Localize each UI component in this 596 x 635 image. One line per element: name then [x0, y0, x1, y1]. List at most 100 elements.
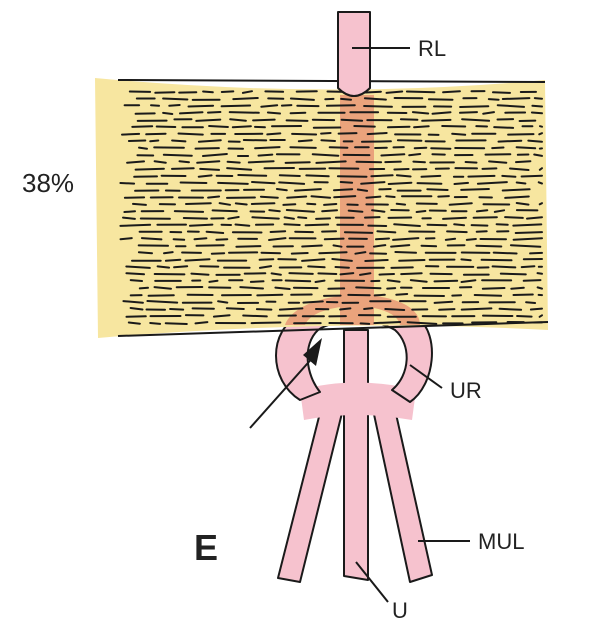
panel-letter: E [194, 527, 218, 568]
fiber-dash [391, 267, 412, 268]
fiber-dash [236, 246, 260, 247]
fiber-dash [516, 232, 542, 233]
fiber-dash [262, 253, 281, 254]
fiber-dash [372, 210, 384, 211]
fiber-dash [341, 273, 354, 274]
fiber-dash [516, 161, 530, 162]
fiber-dash [318, 273, 336, 274]
fiber-dash [467, 239, 476, 240]
fiber-dash [164, 252, 173, 253]
fiber-dash [489, 99, 499, 100]
fiber-dash [126, 267, 150, 268]
fiber-dash [540, 168, 542, 170]
fiber-dash [340, 308, 350, 309]
fiber-dash [524, 280, 541, 281]
fiber-dash [527, 217, 542, 218]
fiber-dash [284, 224, 299, 225]
fiber-dash [172, 168, 194, 169]
fiber-dash [164, 155, 192, 156]
fiber-dash [526, 302, 535, 303]
fiber-dash [531, 309, 542, 310]
leader-u [356, 562, 388, 602]
fiber-dash [539, 182, 542, 183]
fiber-dash [252, 203, 275, 204]
fiber-dash [214, 315, 230, 316]
fiber-dash [268, 113, 280, 114]
fiber-dash [501, 274, 526, 275]
fiber-dash [540, 203, 542, 204]
fiber-dash [361, 323, 370, 324]
fiber-dash [397, 204, 405, 205]
fiber-dash [212, 253, 224, 254]
fiber-dash [356, 287, 380, 288]
fiber-dash [345, 232, 372, 233]
fiber-dash [174, 266, 187, 267]
fiber-dash [174, 239, 185, 240]
fiber-dash [196, 120, 220, 121]
fiber-dash [407, 92, 435, 93]
fiber-dash [327, 105, 355, 106]
fiber-dash [422, 176, 441, 177]
fiber-dash [230, 112, 259, 113]
fiber-dash [446, 239, 455, 240]
fiber-dash [534, 155, 542, 156]
fiber-dash [489, 161, 506, 162]
fiber-dash [151, 105, 159, 106]
fiber-dash [413, 162, 425, 163]
fiber-dash [435, 302, 453, 303]
fiber-dash [238, 175, 266, 176]
fiber-dash [339, 133, 357, 134]
fiber-dash [283, 204, 295, 205]
fiber-dash [257, 295, 282, 296]
fiber-dash [418, 183, 442, 184]
fiber-dash [540, 126, 542, 127]
fiber-dash [253, 120, 275, 121]
fiber-dash [240, 287, 263, 288]
fiber-dash [334, 189, 352, 190]
fiber-dash [397, 175, 411, 176]
fiber-dash [494, 253, 517, 254]
fiber-dash [298, 217, 306, 218]
fiber-dash [292, 253, 308, 254]
fiber-dash [236, 225, 250, 226]
label-ur: UR [450, 378, 482, 403]
fiber-dash [179, 134, 203, 135]
fiber-dash [286, 162, 310, 163]
fiber-dash [417, 211, 426, 212]
fiber-dash [180, 112, 203, 113]
fiber-dash [364, 308, 372, 309]
fiber-dash [443, 218, 466, 219]
fiber-dash [460, 106, 488, 107]
fiber-dash [252, 182, 275, 183]
fiber-dash [207, 232, 224, 233]
fiber-dash [131, 280, 142, 281]
fiber-dash [322, 210, 337, 211]
fiber-dash [222, 91, 234, 92]
fiber-dash [129, 141, 145, 142]
fiber-dash [166, 323, 187, 324]
fiber-dash [377, 231, 395, 232]
fiber-dash [385, 162, 401, 163]
fiber-dash [316, 281, 325, 282]
fiber-dash [427, 189, 447, 190]
fiber-dash [514, 238, 542, 239]
fiber-dash [150, 323, 160, 324]
fiber-dash [186, 203, 211, 204]
fiber-dash [157, 127, 176, 128]
fiber-dash [461, 189, 489, 190]
fiber-dash [468, 176, 494, 177]
fiber-dash [139, 252, 152, 253]
fiber-dash [150, 141, 158, 142]
fiber-dash [189, 106, 214, 107]
fiber-dash [499, 141, 522, 142]
fiber-dash [508, 134, 533, 135]
fiber-dash [285, 217, 294, 218]
fiber-dash [196, 322, 208, 323]
fiber-dash [218, 183, 248, 184]
fiber-dash [511, 288, 524, 289]
fiber-dash [257, 309, 272, 310]
left-band [278, 405, 344, 582]
fiber-dash [227, 308, 244, 309]
fiber-dash [252, 323, 281, 324]
fiber-dash [132, 126, 152, 127]
